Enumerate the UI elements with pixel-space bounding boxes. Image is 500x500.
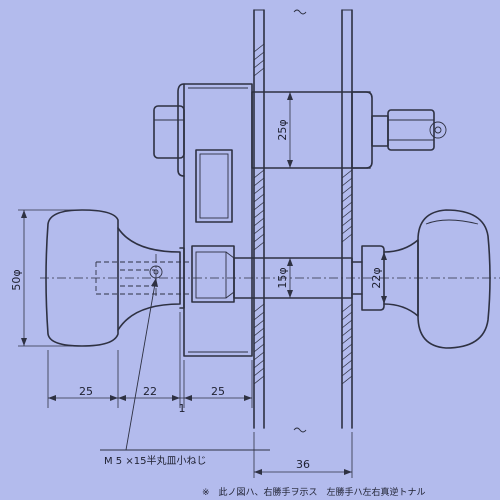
door-hatch-left-lower <box>253 303 265 385</box>
lock-case <box>153 83 253 357</box>
case-window-upper <box>195 149 233 223</box>
knob-length-label: 25 <box>79 385 93 398</box>
knob-left <box>45 209 192 347</box>
knob-dia-label: 50φ <box>10 269 23 290</box>
dim-spindle-dia: 25φ <box>276 92 293 168</box>
screw-callout-text: M 5 ×15半丸皿小ねじ <box>104 454 206 467</box>
door-hatch-right-lower <box>341 303 353 385</box>
door-hatch-left-mid <box>253 169 265 251</box>
footnote-text: ※ 此ノ図ハ、右勝手ヲ示ス 左勝手ハ左右真逆トナル <box>202 486 426 498</box>
door-section <box>253 9 353 433</box>
case-to-door-label: 25 <box>211 385 225 398</box>
door-thickness-label: 36 <box>296 458 310 471</box>
centerlines <box>40 254 500 296</box>
dim-knob-dia: 50φ <box>10 209 80 347</box>
latch-dia-label: 15φ <box>276 267 289 288</box>
neck-length-label: 22 <box>143 385 157 398</box>
dim-door-thickness: 36 <box>253 432 353 478</box>
door-hatch-left-upper <box>253 43 265 77</box>
dim-latch-dia: 15φ <box>276 258 293 298</box>
key-cylinder <box>371 109 447 151</box>
key-bow <box>387 109 435 151</box>
door-hatch-right-mid <box>341 169 353 243</box>
spindle-tube <box>251 91 373 169</box>
spindle-dia-label: 25φ <box>276 119 289 140</box>
dim-rose-dia: 22φ <box>370 252 387 304</box>
thumbturn-boss <box>153 105 185 159</box>
gap-label: 1 <box>179 402 186 415</box>
latch-housing <box>191 245 235 303</box>
screw-callout: M 5 ×15半丸皿小ねじ <box>100 277 270 467</box>
dim-chain-bottom: 25 22 1 25 <box>47 312 253 415</box>
rose-dia-label: 22φ <box>370 267 383 288</box>
